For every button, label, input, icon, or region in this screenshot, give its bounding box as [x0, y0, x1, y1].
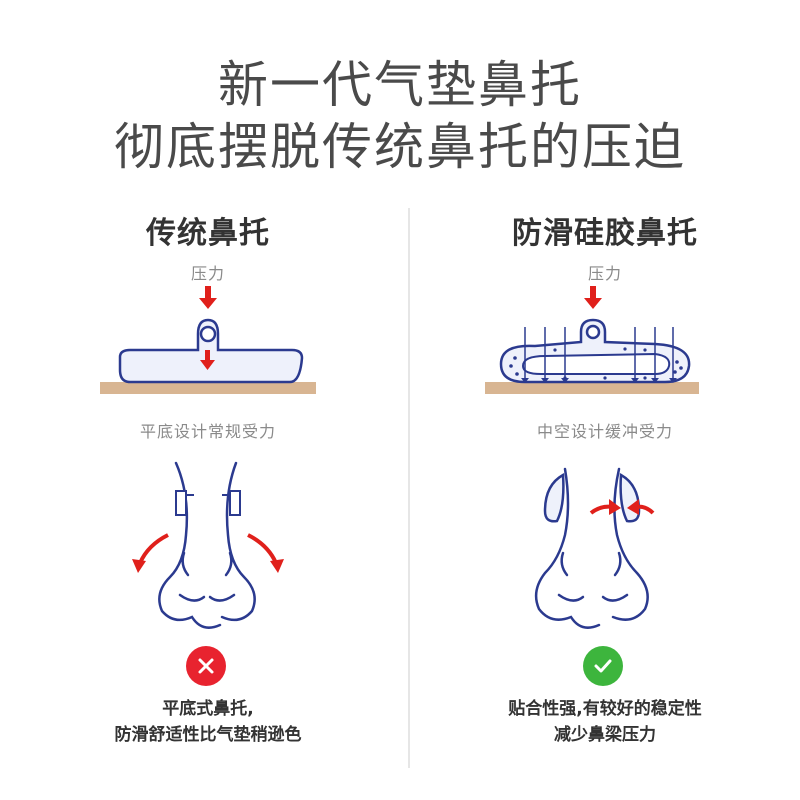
- right-slip-arrow-icon: [247, 533, 284, 573]
- skin-base: [485, 382, 699, 394]
- right-cushion-pad: [619, 472, 641, 523]
- inner-pressure-arrow-icon: [200, 350, 215, 370]
- pressure-arrow-icon: [584, 286, 602, 309]
- headline-line-1: 新一代气垫鼻托: [218, 56, 582, 114]
- silicone-nose-pad-column: 防滑硅胶鼻托 压力: [405, 200, 800, 800]
- nose-with-cushion-pads-illustration: [534, 467, 655, 629]
- pressure-arrow-icon: [199, 286, 217, 309]
- flat-nose-pad-diagram: [100, 286, 316, 394]
- x-icon: [186, 646, 226, 686]
- check-icon: [583, 646, 623, 686]
- force-lines: [524, 327, 674, 382]
- headline-line-2: 彻底摆脱传统鼻托的压迫: [114, 118, 686, 176]
- hollow-core: [521, 352, 671, 375]
- flat-design-caption: 平底设计常规受力: [139, 422, 276, 441]
- grip-arrow-icon-2: [627, 499, 655, 515]
- nose-outline-icon: [158, 461, 256, 629]
- right-flat-pad: [229, 490, 241, 516]
- nose-outline-icon: [534, 467, 649, 629]
- column-divider: [408, 208, 410, 768]
- hollow-design-caption: 中空设计缓冲受力: [536, 422, 673, 441]
- nose-with-flat-pads-illustration: [132, 461, 284, 629]
- grip-arrow-icon: [589, 499, 621, 515]
- traditional-verdict-line-2: 防滑舒适性比气垫稍逊色: [114, 725, 302, 745]
- flat-pad-shape: [118, 318, 304, 384]
- left-flat-pad: [175, 490, 187, 516]
- silicone-verdict-line-2: 减少鼻梁压力: [554, 725, 656, 745]
- traditional-verdict-line-1: 平底式鼻托,: [162, 699, 254, 719]
- traditional-nose-pad-column: 传统鼻托 压力 平底设计常规受力: [8, 200, 408, 800]
- skin-base: [100, 382, 316, 394]
- silicone-verdict-line-1: 贴合性强,有较好的稳定性: [508, 699, 702, 719]
- left-cushion-pad: [543, 472, 565, 523]
- silicone-title: 防滑硅胶鼻托: [512, 216, 698, 251]
- pressure-label: 压力: [190, 264, 225, 283]
- left-slip-arrow-icon: [132, 533, 169, 573]
- traditional-title: 传统鼻托: [146, 216, 270, 251]
- air-cushion-nose-pad-diagram: [485, 286, 699, 394]
- pressure-label: 压力: [587, 264, 622, 283]
